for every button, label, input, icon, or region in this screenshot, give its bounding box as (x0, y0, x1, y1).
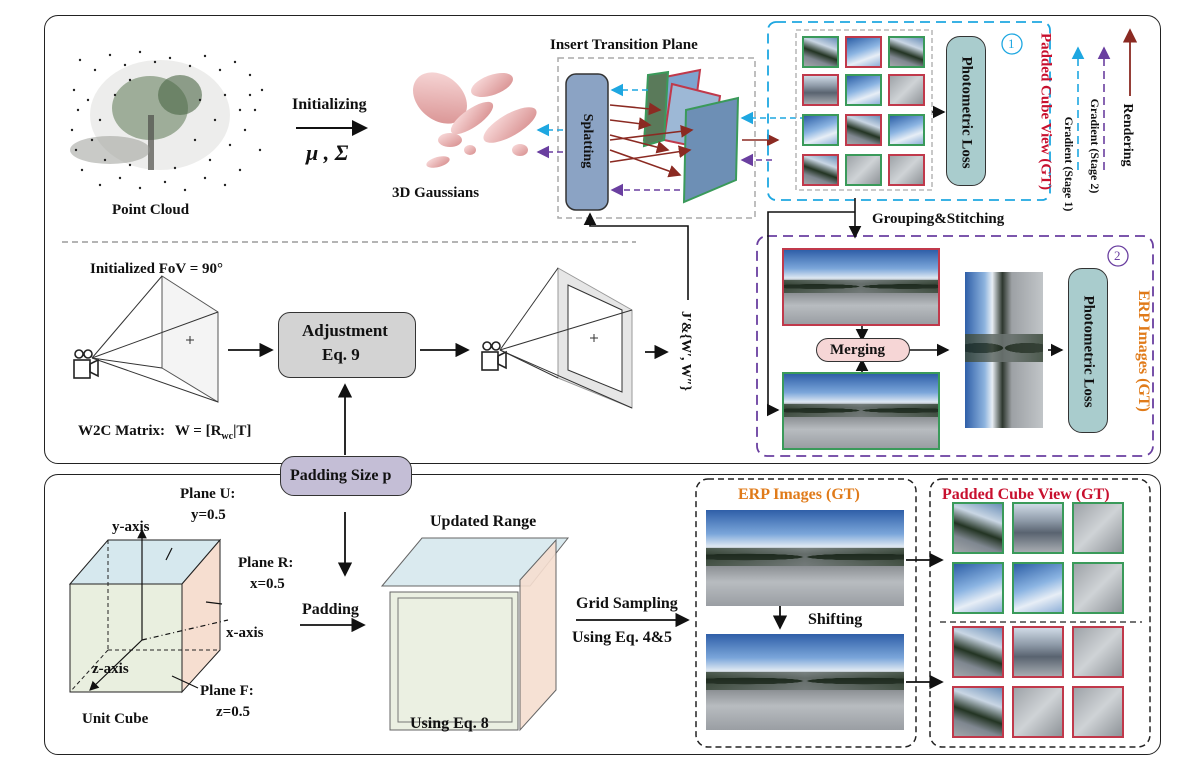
updated-range-label: Updated Range (430, 513, 537, 530)
tile (888, 154, 925, 186)
insert-transition-label: Insert Transition Plane (550, 37, 698, 53)
top-panel (44, 15, 1161, 464)
params-label: μ , Σ (306, 140, 349, 165)
tile (1072, 562, 1124, 614)
gaussians-image (413, 72, 537, 168)
padding-size-label: Padding Size p (290, 467, 392, 484)
w2c-sub: wc (221, 431, 234, 442)
erp-image-original (706, 510, 904, 606)
merging-label: Merging (830, 342, 885, 358)
stitched-panorama-green (782, 372, 940, 450)
tile (888, 74, 925, 106)
stage2-number: 2 (1114, 248, 1121, 263)
tile (1072, 626, 1124, 678)
padding-size-box (280, 456, 412, 496)
padded-cube-view-label: Padded Cube View (GT) (1037, 32, 1054, 191)
plane-r-value: x=0.5 (250, 576, 285, 592)
photometric-loss-box-stage1 (946, 36, 986, 186)
grouping-stitching-label: Grouping&Stitching (872, 211, 1005, 227)
erp-images-gt-label: ERP Images (GT) (1135, 290, 1152, 412)
fov-label: Initialized FoV = 90° (90, 261, 224, 277)
point-cloud-label: Point Cloud (112, 202, 190, 218)
point-cloud-image (70, 48, 270, 196)
erp-image-shifted (706, 634, 904, 730)
w2c-formula: W = [R (174, 423, 222, 439)
photometric-loss-box-stage2 (1068, 268, 1108, 433)
unit-cube-label: Unit Cube (82, 711, 149, 727)
tile (952, 562, 1004, 614)
merging-box (816, 338, 910, 362)
tile (1012, 686, 1064, 738)
tile (845, 114, 882, 146)
tile (802, 154, 839, 186)
camera-frustum-adjusted (499, 267, 633, 409)
tile (1012, 626, 1064, 678)
transition-planes (642, 68, 740, 204)
erp-image-vertical (965, 272, 1043, 428)
tile (1072, 686, 1124, 738)
plane-u-value: y=0.5 (191, 507, 226, 523)
tile (845, 36, 882, 68)
shifting-label: Shifting (808, 611, 863, 628)
padded-cube (380, 537, 570, 732)
adjustment-eq: Eq. 9 (322, 345, 360, 364)
point-cloud-dots (70, 50, 264, 192)
z-axis-label: z-axis (92, 661, 129, 677)
tile (802, 114, 839, 146)
photometric-loss-label-stage1: Photometric Loss (958, 56, 975, 169)
plane-u-label: Plane U: (180, 486, 236, 502)
plane-f-value: z=0.5 (216, 704, 250, 720)
w2c-matrix-label: W2C Matrix: W = [Rwc|T] (78, 424, 251, 442)
using-eq8-label: Using Eq. 8 (410, 715, 489, 732)
camera-icon-1 (73, 349, 99, 379)
bottom-panel (44, 474, 1161, 755)
cube-axes (89, 528, 229, 691)
tile (888, 114, 925, 146)
tile (952, 686, 1004, 738)
tile (1072, 502, 1124, 554)
adjustment-box (278, 312, 416, 378)
legend-gradient-stage1: Gradient (Stage 1) (1062, 116, 1076, 212)
using-eq45-label: Using Eq. 4&5 (572, 629, 673, 646)
camera-icon-2 (481, 341, 507, 371)
x-axis-label: x-axis (226, 625, 264, 641)
stage1-number: 1 (1008, 36, 1015, 51)
padded-cube-gt-label: Padded Cube View (GT) (942, 486, 1110, 503)
camera-frustum-initial (91, 275, 219, 403)
w2c-title: W2C Matrix: (78, 423, 166, 439)
adjustment-label: Adjustment (302, 321, 388, 340)
plane-r-label: Plane R: (238, 555, 294, 571)
splatting-label: Splatting (580, 113, 595, 169)
grid-sampling-label: Grid Sampling (576, 595, 678, 612)
tile (1012, 502, 1064, 554)
legend-rendering: Rendering (1120, 103, 1135, 167)
unit-cube (68, 538, 222, 694)
tile (952, 626, 1004, 678)
initializing-label: Initializing (292, 96, 367, 113)
tile (845, 74, 882, 106)
erp-gt-label: ERP Images (GT) (738, 486, 860, 503)
photometric-loss-label-stage2: Photometric Loss (1080, 295, 1097, 408)
padding-label: Padding (302, 601, 359, 618)
legend-gradient-stage2: Gradient (Stage 2) (1088, 98, 1102, 194)
tile (888, 36, 925, 68)
w2c-end: |T] (233, 423, 252, 439)
jacobian-label: J′&{W′, W″} (678, 310, 693, 392)
gaussians-label: 3D Gaussians (392, 185, 480, 201)
tile (802, 36, 839, 68)
stitched-panorama-red (782, 248, 940, 326)
tile (952, 502, 1004, 554)
tile (802, 74, 839, 106)
y-axis-label: y-axis (112, 519, 150, 535)
tile (1012, 562, 1064, 614)
plane-f-label: Plane F: (200, 683, 254, 699)
tile (845, 154, 882, 186)
